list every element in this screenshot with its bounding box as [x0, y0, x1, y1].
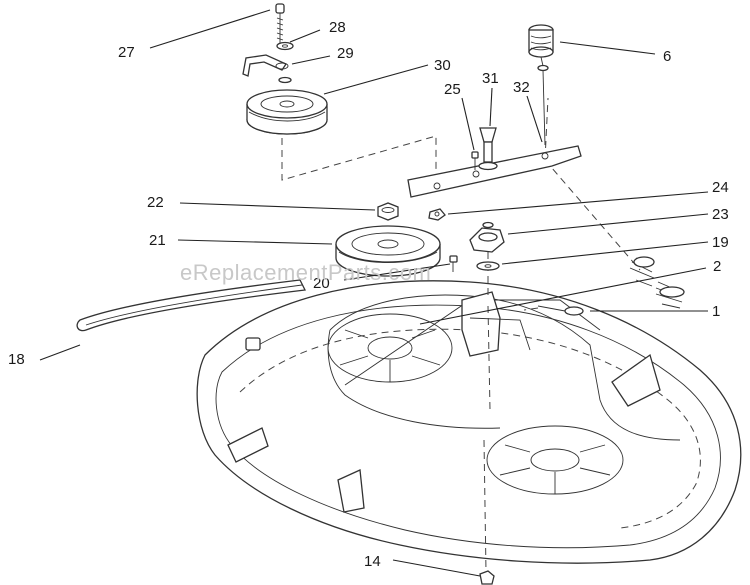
callout-6: 6 [663, 48, 671, 65]
bolt-25 [471, 151, 479, 170]
callout-31: 31 [482, 70, 499, 87]
bolt-20 [449, 255, 458, 272]
alignment-line-idler [487, 252, 491, 411]
callout-27: 27 [118, 44, 135, 61]
locknut-24 [428, 208, 446, 221]
idler-spacer-23 [469, 221, 505, 253]
washer-small [278, 76, 292, 84]
callout-22: 22 [147, 194, 164, 211]
callout-24: 24 [712, 179, 729, 196]
spindle-pulley-21 [335, 225, 441, 277]
alignment-line-bolt-1 [523, 307, 539, 311]
callout-14: 14 [364, 553, 381, 570]
callout-32: 32 [513, 79, 530, 96]
nut-22 [377, 202, 399, 221]
callout-30: 30 [434, 57, 451, 74]
callout-labels: 27 28 29 30 6 25 31 32 22 24 23 21 19 20… [8, 19, 729, 570]
tension-spring-6 [528, 24, 554, 146]
idler-arm-32 [407, 145, 582, 198]
bolt-1 [537, 305, 584, 316]
v-belt-18 [76, 279, 306, 332]
callout-29: 29 [337, 45, 354, 62]
carriage-bolt-27 [275, 3, 285, 44]
idler-arm-bracket [461, 291, 531, 357]
callout-28: 28 [329, 19, 346, 36]
deck-bracket-front-left [227, 427, 269, 463]
callout-20: 20 [313, 275, 330, 292]
callout-2: 2 [713, 258, 721, 275]
bolt-14 [479, 570, 495, 585]
deck-bracket-front-center [337, 469, 365, 513]
callout-23: 23 [712, 206, 729, 223]
shoulder-bolt-31 [478, 127, 498, 171]
callout-18: 18 [8, 351, 25, 368]
washer-19 [476, 261, 500, 271]
right-spindle-plate [486, 425, 624, 495]
belt-guide-29 [242, 54, 289, 77]
deck-bracket-right [611, 353, 661, 407]
idler-pulley-30 [246, 89, 328, 135]
watermark: eReplacementParts.com [180, 260, 431, 285]
left-spindle-plate [327, 313, 453, 383]
washer-28 [276, 41, 294, 51]
deck-bumper [245, 337, 261, 351]
leader-lines [39, 9, 709, 577]
callout-1: 1 [712, 303, 720, 320]
alignment-line-14 [483, 439, 487, 573]
callout-25: 25 [444, 81, 461, 98]
mower-deck-housing [196, 280, 742, 564]
alignment-line-spring [544, 97, 641, 271]
extension-spring-2 [629, 256, 685, 309]
alignment-line-pulley [281, 135, 437, 181]
callout-21: 21 [149, 232, 166, 249]
callout-19: 19 [712, 234, 729, 251]
